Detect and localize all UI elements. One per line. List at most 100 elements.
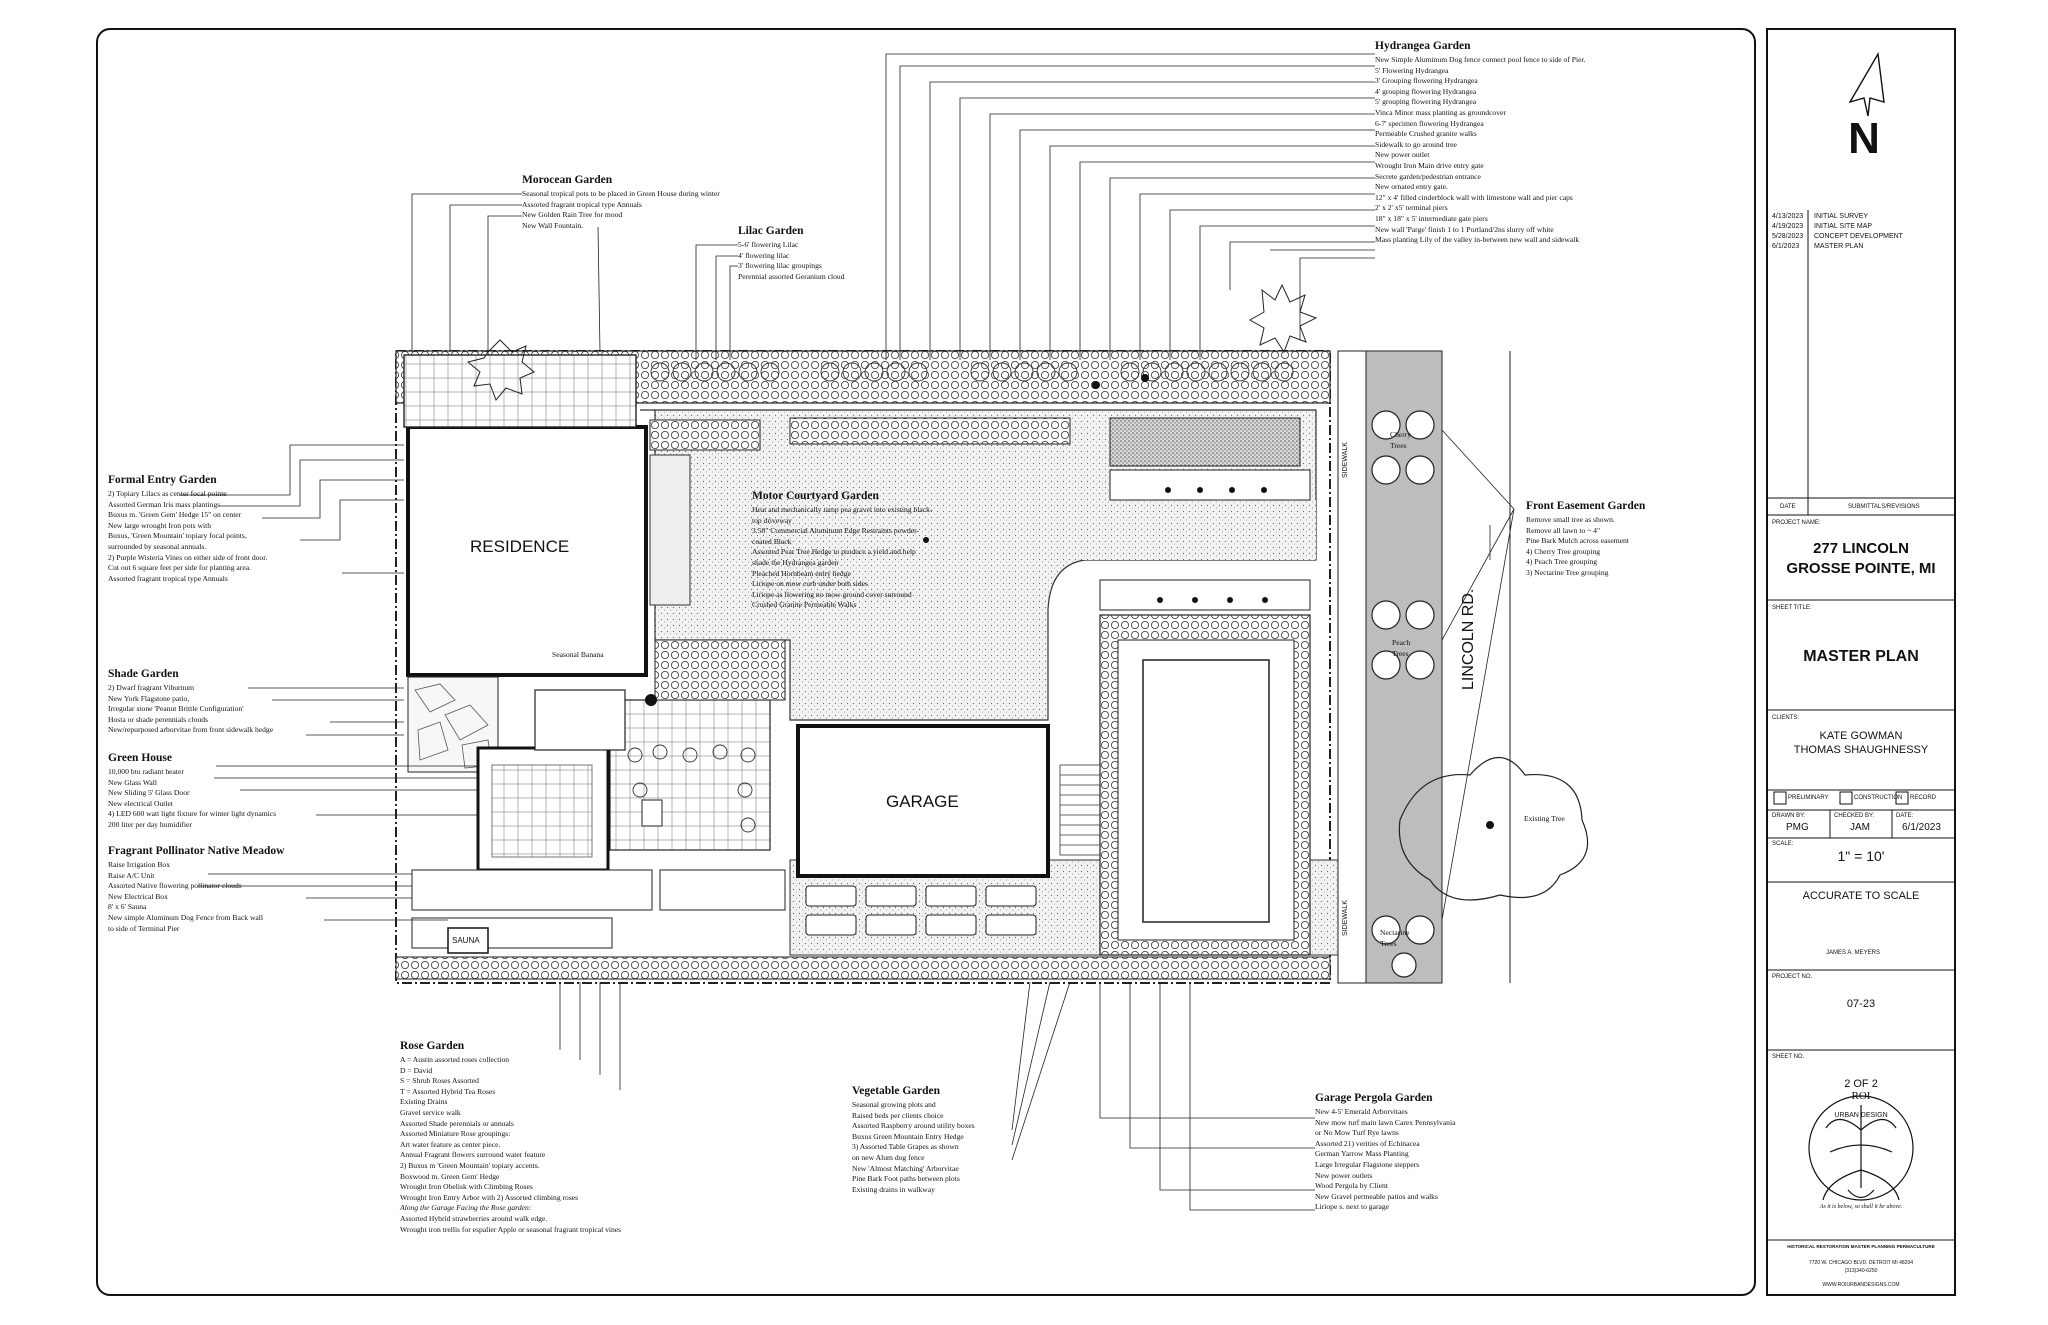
accurate-to-scale: ACCURATE TO SCALE: [1802, 890, 1920, 902]
checkbox-record-label: RECORD: [1910, 795, 1937, 801]
garden-note-front: Pine Bark Mulch across easement: [1526, 536, 1629, 546]
rose-garden-area: [609, 699, 771, 851]
garden-note-rose: D = David: [400, 1065, 433, 1075]
garden-note-hydrangea: Vinca Minor mass planting as groundcover: [1375, 108, 1506, 117]
checkbox-preliminary-label: PRELIMINARY: [1788, 795, 1829, 801]
garden-note-hydrangea: 2' x 2' x5' terminal piers: [1375, 203, 1448, 213]
drive-apron: [1040, 500, 1316, 560]
garden-note-pergola: Large Irregular Flagstone steppers: [1315, 1160, 1420, 1169]
footer-phone: (313)340-6250: [1844, 1268, 1878, 1274]
revision-description: INITIAL SITE MAP: [1814, 223, 1873, 230]
existing-tree-label: Existing Tree: [1524, 814, 1565, 823]
date-value: 6/1/2023: [1902, 822, 1941, 833]
garden-note-pergola: German Yarrow Mass Planting: [1315, 1149, 1409, 1159]
garden-note-formal: Assorted fragrant tropical type Annuals: [108, 573, 228, 583]
footer-services: HISTORICAL RESTORATION MASTER PLANNING P…: [1787, 1244, 1935, 1249]
checked-by-label: CHECKED BY:: [1834, 813, 1875, 819]
garden-note-motor: Pleached Hornbeam entry hedge: [752, 568, 851, 578]
sheet-no-label: SHEET NO.: [1772, 1054, 1805, 1060]
garden-note-rose: Assorted Miniature Rose groupings:: [400, 1129, 511, 1139]
garden-note-rose: Art water feature as center piece.: [400, 1139, 501, 1149]
garden-note-pergola: Assorted 21) verities of Echinacea: [1315, 1138, 1420, 1148]
garden-note-hydrangea: 18" x 18" x 5' intermediate gate piers: [1375, 214, 1488, 223]
garden-note-formal: Buxus m. 'Green Gem' Hedge 15" on center: [108, 510, 242, 520]
garden-note-greenhouse: New Sliding 5' Glass Door: [108, 788, 190, 798]
garden-note-vegetable: Pine Bark Foot paths between plots: [852, 1174, 960, 1184]
garden-note-pergola: Liriope s. next to garage: [1315, 1202, 1390, 1212]
garden-note-rose: Wrought Iron Obelisk with Climbing Roses: [400, 1182, 533, 1192]
garden-note-motor: 3.50" Commercial Aluminum Edge Restraint…: [752, 526, 920, 536]
project-no-label: PROJECT NO.: [1772, 974, 1813, 980]
garden-note-motor: Crushed Granite Permeable Walks: [752, 600, 857, 610]
logo-motto: As it is below, so shall it be above.: [1819, 1204, 1903, 1210]
garden-title-vegetable: Vegetable Garden: [852, 1085, 941, 1097]
clients-label: CLIENTS:: [1772, 715, 1800, 721]
garden-note-pergola: Wood Pergola by Client: [1315, 1181, 1388, 1191]
garden-note-rose: T = Assorted Hybrid Tea Roses: [400, 1086, 496, 1096]
garden-note-greenhouse: New electrical Outlet: [108, 798, 173, 808]
garden-note-rose: A = Austin assorted roses collection: [400, 1055, 510, 1064]
garden-note-rose: Existing Drains: [400, 1097, 448, 1107]
date-label: DATE:: [1896, 813, 1914, 819]
garden-note-hydrangea: Wrought Iron Main drive entry gate: [1375, 161, 1484, 170]
sheet-no: 2 OF 2: [1844, 1078, 1878, 1090]
garden-note-pergola: or No Mow Turf Rye lawns: [1315, 1128, 1399, 1138]
north-arrow-icon: [1848, 51, 1885, 117]
garden-note-rose: 2) Buxus m 'Green Mountain' topiary acce…: [400, 1161, 540, 1170]
garden-note-meadow: New simple Aluminum Dog Fence from Back …: [108, 913, 264, 922]
garden-note-lilac: 4' flowering lilac: [738, 250, 790, 260]
logo-roi-text: ROI: [1851, 1090, 1871, 1102]
garden-note-shade: Hosta or shade perennials clouds: [108, 714, 208, 724]
revision-description: INITIAL SURVEY: [1814, 213, 1869, 220]
garden-note-motor: Heat and mechanically tamp pea gravel in…: [752, 505, 933, 514]
garden-note-hydrangea: Permeable Crushed granite walks: [1375, 129, 1477, 139]
garden-note-rose: S = Shrub Roses Assorted: [400, 1076, 479, 1086]
garden-note-hydrangea: Mass planting Lily of the valley in-betw…: [1375, 235, 1580, 245]
scale-value: 1" = 10': [1837, 848, 1885, 864]
garden-note-vegetable: New 'Almost Matching' Arborvitae: [852, 1163, 959, 1173]
garden-note-meadow: 8' x 6' Sauna: [108, 902, 147, 912]
garden-note-pergola: New Gravel permeable patios and walks: [1315, 1191, 1438, 1201]
garden-note-hydrangea: 12" x 4' filled cinderblock wall with li…: [1375, 192, 1573, 202]
garden-note-vegetable: Assorted Raspberry around utility boxes: [852, 1121, 975, 1131]
title-block-grid: [1768, 51, 1954, 1241]
garden-note-shade: 2) Dwarf fragrant Viburnum: [108, 683, 195, 692]
north-label: N: [1848, 114, 1880, 163]
garden-note-motor: Liriope on mow curb under both sides: [752, 579, 868, 589]
signer-name: JAMES A. MEYERS: [1826, 950, 1881, 956]
garden-note-moroccan: Seasonal tropical pots to be placed in G…: [522, 189, 720, 198]
garden-title-shade: Shade Garden: [108, 668, 179, 680]
garden-note-hydrangea: New ornated entry gate.: [1375, 182, 1448, 192]
garden-note-pergola: New power outlets: [1315, 1170, 1373, 1180]
garden-note-meadow: Raise A/C Unit: [108, 870, 155, 880]
garden-note-formal: Buxus, 'Green Mountain' topiary focal po…: [108, 531, 247, 541]
garden-note-greenhouse: New Glass Wall: [108, 777, 158, 787]
garden-note-meadow: Raise Irrigation Box: [108, 860, 171, 869]
revision-date: 4/13/2023: [1772, 213, 1804, 220]
garage-building: [796, 724, 1050, 878]
project-name-line1: 277 LINCOLN: [1813, 540, 1909, 557]
garden-note-rose: Wrought iron trellis for espalier Apple …: [400, 1224, 622, 1234]
main-lawn: [1142, 659, 1270, 923]
garden-note-hydrangea: 6-7' specimen flowering Hydrangea: [1375, 118, 1484, 128]
residence-label: RESIDENCE: [470, 537, 570, 556]
garden-note-vegetable: on new Alum dog fence: [852, 1153, 925, 1162]
garage-label: GARAGE: [886, 792, 959, 811]
garden-note-front: 4) Cherry Tree grouping: [1526, 546, 1601, 556]
garden-note-motor: top driveway: [752, 515, 792, 525]
date-header: DATE: [1780, 504, 1796, 510]
revision-date: 4/19/2023: [1772, 223, 1804, 230]
garden-note-motor: coated Black: [752, 536, 792, 546]
garden-note-formal: New large wrought Iron pots with: [108, 520, 211, 530]
sheet-title-label: SHEET TITLE:: [1772, 605, 1812, 611]
garden-note-moroccan: Assorted fragrant tropical type Annuals: [522, 199, 642, 209]
garden-note-formal: Cut out 6 square feet per side for plant…: [108, 563, 251, 573]
garden-note-hydrangea: New power outlet: [1375, 150, 1430, 160]
checked-by: JAM: [1850, 822, 1870, 833]
garden-note-rose: Gravel service walk: [400, 1108, 461, 1117]
garden-title-pergola: Garage Pergola Garden: [1315, 1092, 1433, 1104]
client-1: KATE GOWMAN: [1819, 730, 1903, 742]
garden-note-lilac: 5-6' flowering Lilac: [738, 240, 799, 249]
